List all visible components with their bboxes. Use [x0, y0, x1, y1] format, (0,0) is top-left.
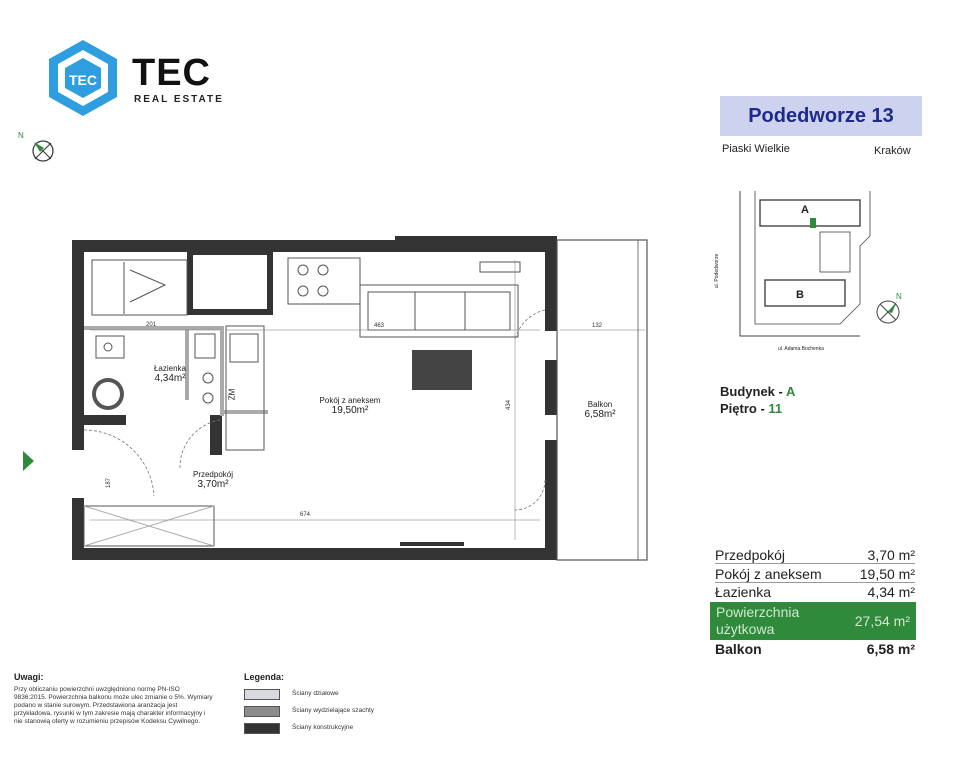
legend-swatch-partition — [244, 689, 280, 700]
project-title: Podedworze 13 — [720, 96, 922, 136]
plan-living-area: 19,50m² — [331, 405, 369, 416]
legend-swatch-shaft — [244, 706, 280, 717]
notes-text: Przy obliczaniu powierzchni uwzględniono… — [14, 686, 213, 725]
plan-balcony-name: Balkon — [587, 400, 613, 409]
floor-info: Piętro - 11 — [720, 401, 783, 416]
plan-hall-area: 3,70m² — [197, 479, 229, 490]
legend-swatch-structural — [244, 723, 280, 734]
project-district: Piaski Wielkie — [722, 143, 790, 155]
svg-text:N: N — [18, 131, 24, 140]
site-street-2: ul. Adama Bochenka — [778, 346, 824, 352]
svg-text:TEC: TEC — [69, 72, 97, 88]
plan-hall-name: Przedpokój — [192, 470, 234, 479]
plan-fridge-label: ZM — [227, 388, 237, 401]
project-city: Kraków — [874, 145, 911, 157]
site-north: N — [896, 292, 902, 301]
dim-674: 674 — [300, 512, 311, 518]
compass-icon: N — [18, 131, 54, 162]
legend-label-shaft: Ściany wydzielające szachty — [292, 707, 375, 714]
site-building-b: B — [796, 289, 804, 301]
floor-plan — [72, 236, 648, 561]
building-value: A — [785, 384, 796, 399]
dim-463: 463 — [374, 323, 385, 329]
dim-434: 434 — [506, 399, 513, 411]
usable-area-total: Powierzchnia użytkowa 27,54 m² — [710, 602, 916, 640]
plan-bathroom-area: 4,34m² — [154, 373, 186, 384]
legend-label-structural: Ściany konstrukcyjne — [292, 724, 354, 731]
dim-187: 187 — [106, 477, 113, 489]
brand-name: TEC — [132, 52, 211, 94]
site-building-a: A — [801, 204, 809, 216]
plan-bathroom-name: Łazienka — [153, 364, 187, 373]
plan-balcony-area: 6,58m² — [584, 409, 616, 420]
plan-living-name: Pokój z aneksem — [319, 396, 381, 405]
brand-logo: TEC — [46, 38, 120, 118]
site-street-1: ul. Podedworze — [714, 253, 721, 289]
brand-subtitle: REAL ESTATE — [134, 94, 224, 105]
building-info: Budynek - A — [720, 384, 796, 399]
entrance-arrow-icon — [23, 451, 34, 471]
dim-201: 201 — [146, 322, 157, 328]
cube-logo-icon: TEC — [49, 40, 117, 116]
floor-value: 11 — [768, 401, 783, 416]
usable-area-value: 27,54 m² — [854, 613, 910, 629]
legend-title: Legenda: — [244, 672, 285, 682]
dim-132: 132 — [592, 323, 603, 329]
notes-title: Uwagi: — [14, 672, 44, 682]
site-plan — [739, 191, 900, 337]
legend-label-partition: Ściany działowe — [292, 690, 339, 697]
